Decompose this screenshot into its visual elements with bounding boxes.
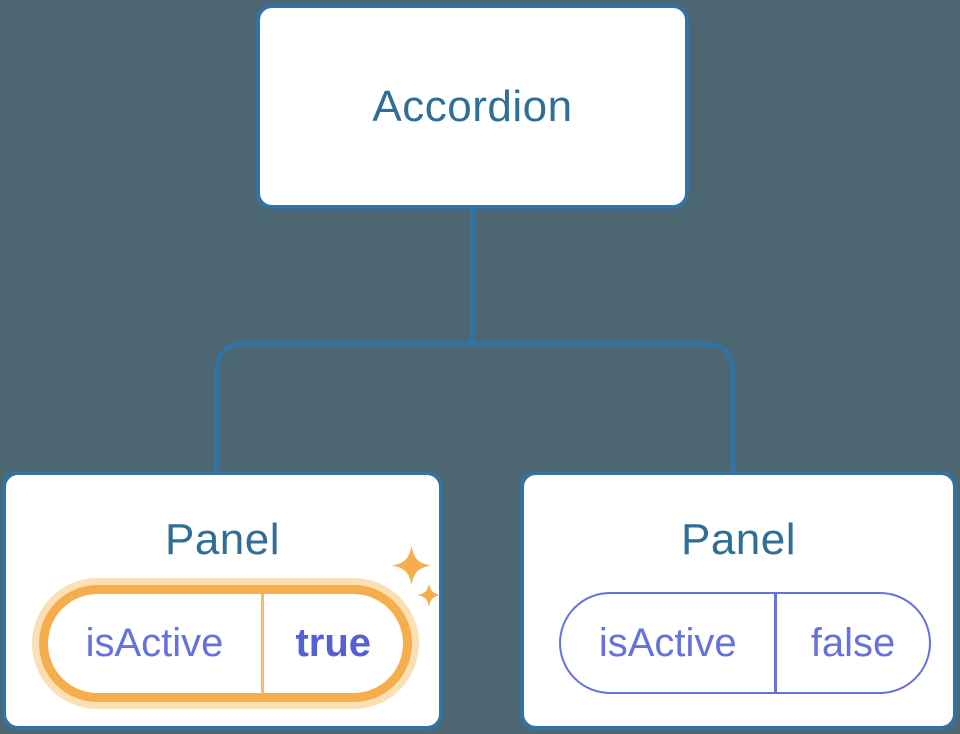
prop-name: isActive — [598, 620, 737, 665]
accordion-node-label: Accordion — [372, 81, 573, 131]
sparkle-icon-small — [417, 583, 441, 607]
panel-node-title: Panel — [680, 515, 797, 564]
panel-node-inactive: Panel isActive false — [520, 471, 957, 730]
panel-node-title: Panel — [164, 515, 281, 564]
accordion-node: Accordion — [256, 4, 689, 209]
sparkles-icon — [391, 545, 441, 607]
panel-node-active: Panel isActive true — [2, 471, 443, 730]
pill-divider — [774, 594, 777, 692]
prop-value: true — [295, 621, 372, 665]
prop-name: isActive — [85, 621, 224, 665]
pill-divider — [261, 594, 264, 693]
prop-pill-active: isActive true — [39, 585, 412, 702]
sparkle-icon-large — [391, 545, 432, 586]
prop-pill-inactive: isActive false — [559, 592, 931, 694]
prop-value: false — [810, 620, 896, 665]
